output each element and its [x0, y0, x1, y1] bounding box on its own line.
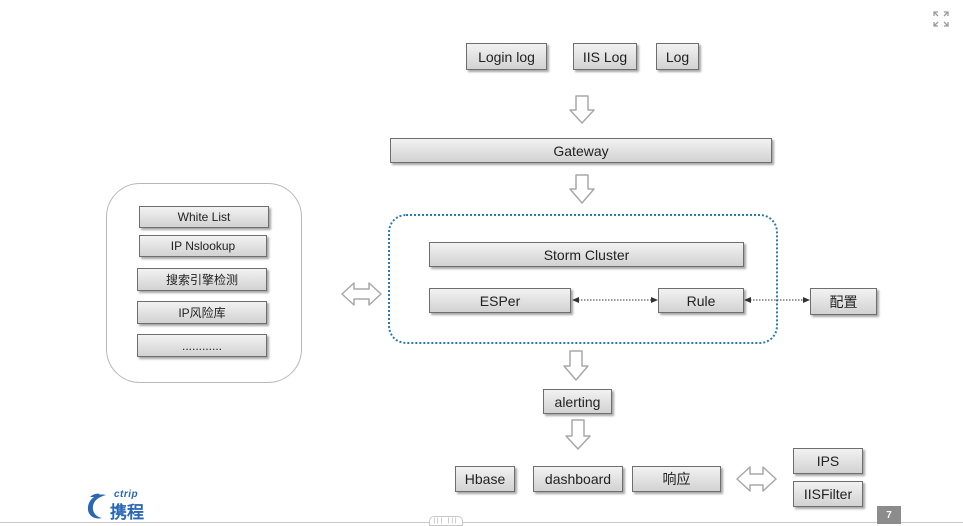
ctrip-dolphin-icon	[87, 493, 106, 519]
storm-cluster-title: Storm Cluster	[429, 242, 744, 267]
double-arrow-icon	[736, 466, 777, 492]
side-item-ellipsis: ............	[137, 334, 267, 357]
logo-text-zh: 携程	[110, 503, 144, 523]
alerting-box: alerting	[543, 389, 612, 414]
storm-cluster-frame	[388, 214, 778, 344]
source-log: Log	[656, 43, 699, 70]
target-iisfilter: IISFilter	[793, 481, 863, 507]
side-item-ip-risk-db: IP风险库	[137, 301, 267, 324]
esper-box: ESPer	[429, 288, 571, 313]
logo-text-en: ctrip	[114, 489, 139, 500]
gateway-box: Gateway	[390, 138, 772, 163]
output-hbase: Hbase	[455, 466, 515, 492]
source-login-log: Login log	[466, 43, 547, 70]
side-item-white-list: White List	[139, 206, 269, 228]
side-item-search-engine-check: 搜索引擎检测	[137, 268, 267, 291]
source-iis-log: IIS Log	[573, 43, 637, 70]
output-response: 响应	[632, 466, 721, 492]
page-number: 7	[877, 506, 901, 524]
target-ips: IPS	[793, 448, 863, 474]
fullscreen-icon[interactable]	[932, 10, 950, 28]
rule-box: Rule	[658, 288, 744, 313]
config-box: 配置	[810, 288, 877, 315]
output-dashboard: dashboard	[533, 466, 623, 492]
down-arrow-icon	[569, 174, 595, 204]
ctrip-logo: ctrip 携程	[84, 489, 174, 523]
double-arrow-icon	[341, 282, 382, 306]
down-arrow-icon	[569, 95, 595, 124]
down-arrow-icon	[563, 350, 589, 381]
down-arrow-icon	[565, 419, 591, 450]
bottom-divider	[0, 522, 963, 523]
side-item-ip-nslookup: IP Nslookup	[139, 235, 267, 257]
